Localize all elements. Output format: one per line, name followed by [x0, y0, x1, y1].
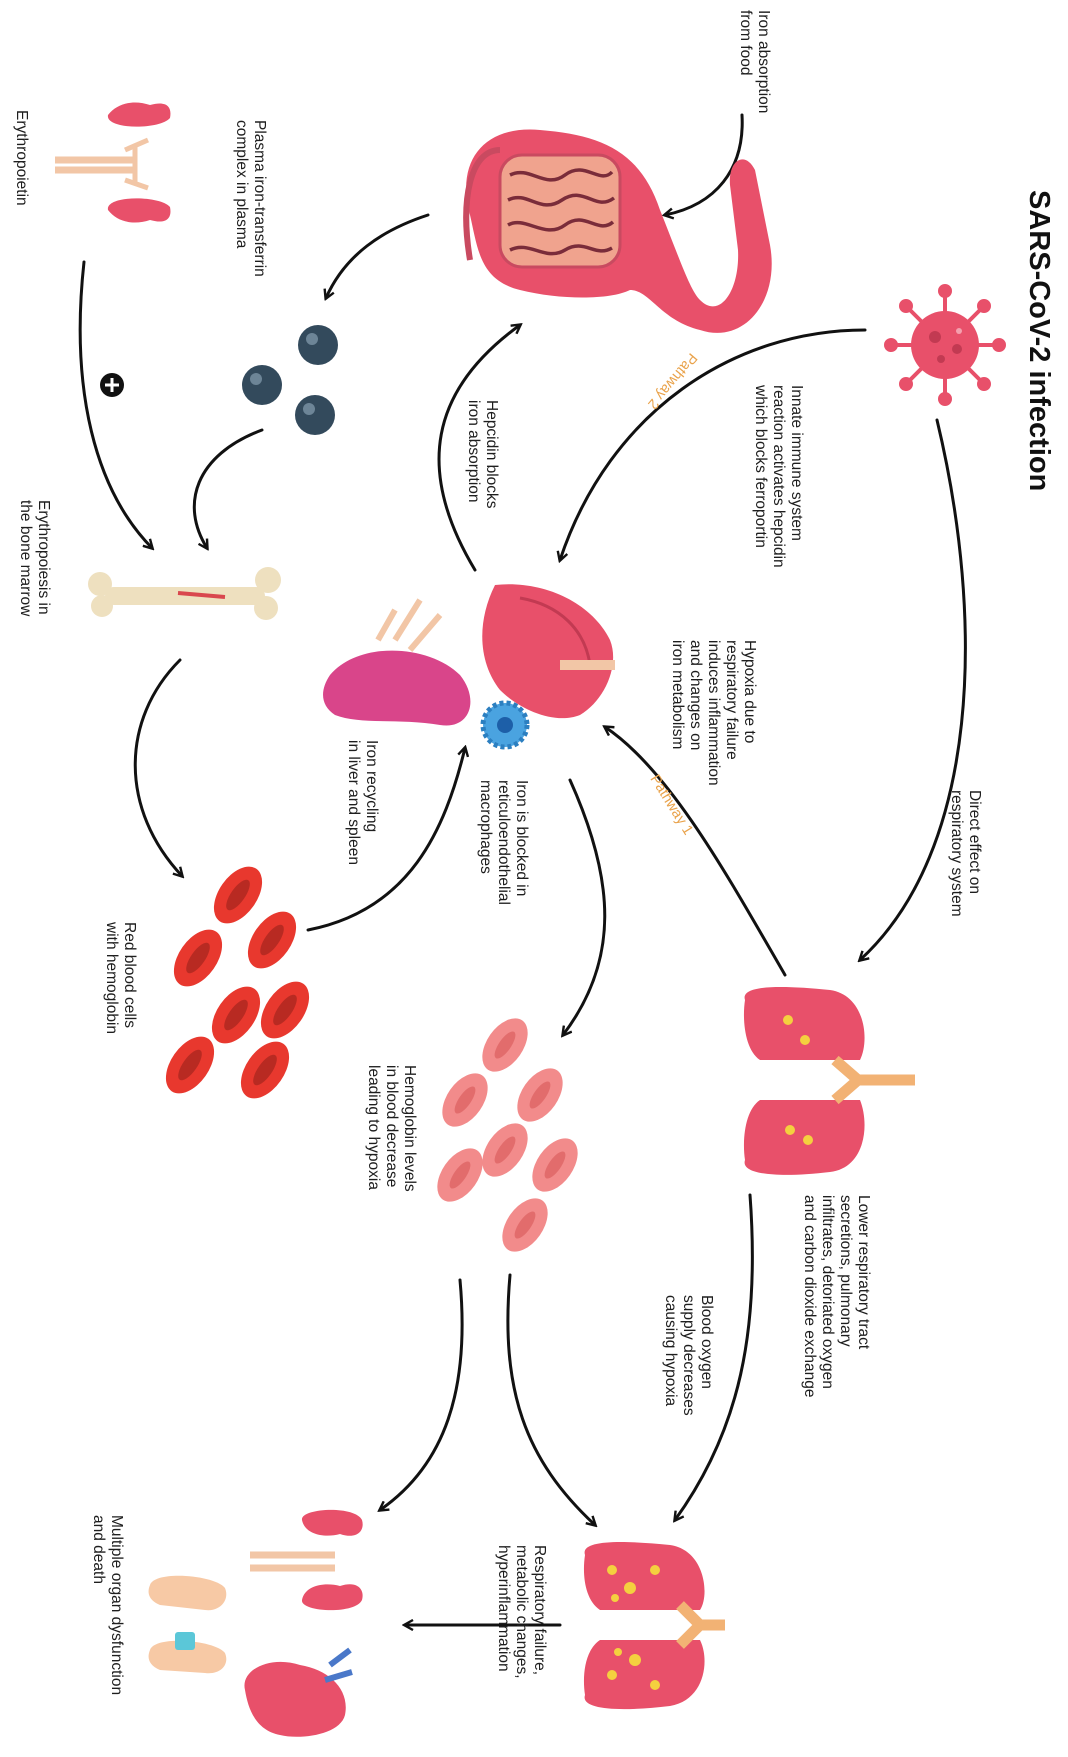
arrow-lungs-to-liver: [605, 727, 787, 977]
arrow-liver-to-intestine: [437, 325, 520, 572]
kidney-icon: [55, 102, 171, 223]
macrophage-icon: [480, 700, 530, 750]
arrow-virus-to-liver: [560, 328, 867, 560]
bone-icon: [88, 567, 281, 620]
label-hypoxia-respiratory: Hypoxia due to respiratory failure induc…: [669, 640, 758, 786]
pale-red-blood-cells-icon: [437, 1018, 578, 1252]
arrow-lungs-to-failure: [675, 1193, 754, 1520]
label-erythropoietin: Erythropoietin: [13, 110, 30, 206]
arrow-intestine-to-iron: [326, 213, 430, 298]
intestine-icon: [463, 129, 772, 333]
lungs-icon: [743, 987, 915, 1175]
liver-icon: [482, 584, 615, 719]
plus-sign-icon: [100, 373, 124, 397]
heart-icon: [244, 1647, 353, 1737]
feet-icon: [148, 1575, 227, 1674]
arrow-food-to-intestine: [665, 113, 744, 215]
label-iron-blocked: Iron is blocked in reticuloendothelial m…: [477, 780, 530, 905]
label-erythropoiesis: Erythropoiesis in the bone marrow: [17, 500, 52, 617]
arrow-liver-to-pale-rbc: [563, 778, 607, 1035]
virus-icon: [884, 284, 1006, 406]
label-plasma-iron: Plasma iron-transferrin complex in plasm…: [233, 120, 268, 277]
label-hemoglobin-levels: Hemoglobin levels in blood decrease lead…: [365, 1065, 418, 1192]
label-iron-recycling: Iron recycling in liver and spleen: [345, 740, 380, 865]
label-innate-immune: Innate immune system reaction activates …: [752, 385, 805, 568]
arrow-iron-to-bone: [192, 428, 264, 548]
iron-balls-icon: [242, 325, 338, 435]
label-direct-effect: Direct effect on respiratory system: [948, 790, 983, 917]
arrow-virus-to-lungs: [860, 418, 967, 960]
label-multiple-organ: Multiple organ dysfunction and death: [90, 1515, 125, 1696]
arrow-pale-rbc-to-failure: [506, 1273, 595, 1525]
arrow-pale-rbc-to-organs: [380, 1278, 464, 1510]
failing-lungs-icon: [583, 1542, 725, 1710]
arrow-epo-to-bone: [78, 260, 152, 548]
arrow-rbc-to-liver: [306, 748, 465, 932]
label-blood-oxygen: Blood oxygen supply decreases causing hy…: [662, 1295, 715, 1416]
label-respiratory-failure: Respiratory failure, metabolic changes, …: [495, 1545, 548, 1679]
kidney-bottom-icon: [250, 1509, 363, 1611]
label-hepcidin: Hepcidin blocks iron absorption: [465, 400, 500, 509]
spleen-icon: [323, 598, 471, 726]
arrow-bone-to-rbc: [133, 658, 182, 876]
red-blood-cells-icon: [165, 866, 310, 1099]
label-iron-absorption: Iron absorption from food: [737, 10, 772, 114]
diagram-title: SARS-CoV-2 infection: [1023, 190, 1055, 492]
label-lower-respiratory: Lower respiratory tract secretions, pulm…: [801, 1195, 872, 1398]
label-red-blood-cells: Red blood cells with hemoglobin: [103, 922, 138, 1035]
